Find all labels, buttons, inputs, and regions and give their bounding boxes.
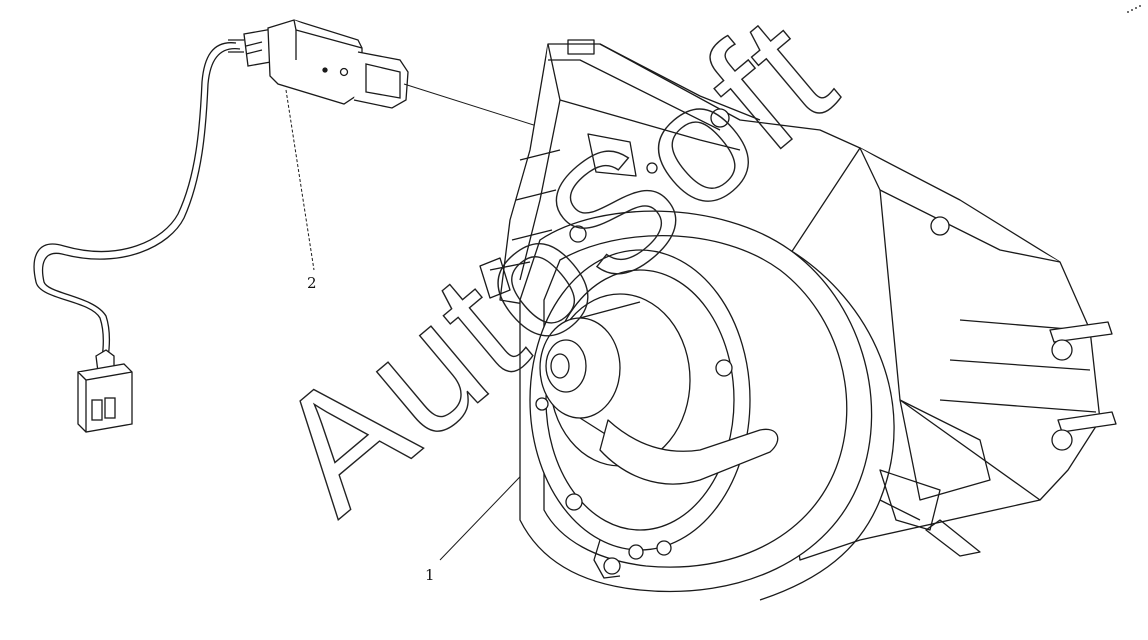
- wiring-harness: [33, 39, 244, 359]
- callout-label-1: 1: [425, 566, 435, 584]
- blower-resistor-module: [243, 19, 409, 109]
- blower-housing: [479, 39, 1117, 601]
- harness-end-connector: [77, 349, 133, 433]
- leader-line-2: [285, 89, 315, 271]
- corner-mark: [1127, 5, 1141, 13]
- callout-label-2: 2: [307, 274, 317, 292]
